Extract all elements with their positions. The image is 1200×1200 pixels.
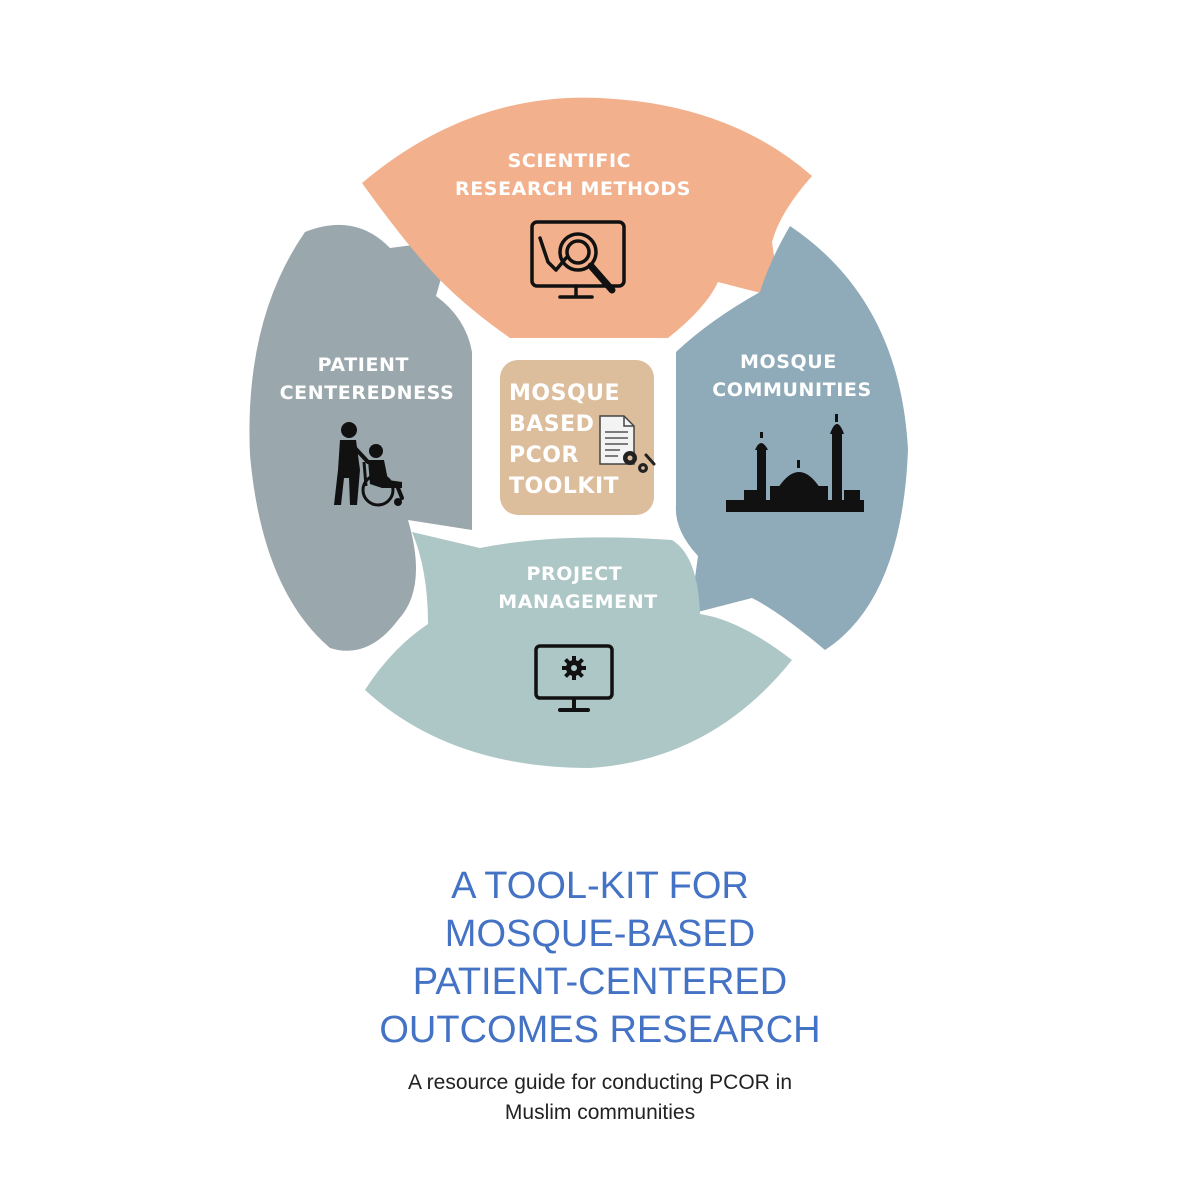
center-label-line: BASED: [509, 412, 594, 437]
toolkit-subtitle: A resource guide for conducting PCOR in …: [0, 1068, 1200, 1128]
label-line: CENTEREDNESS: [280, 382, 455, 404]
mosque-silhouette-icon: [726, 414, 864, 512]
segment-scientific-research-methods: [362, 97, 812, 338]
label-line: PATIENT: [318, 354, 409, 376]
mosque-communities-label: MOSQUE COMMUNITIES: [712, 351, 872, 401]
label-line: PROJECT: [526, 563, 622, 585]
title-block: A TOOL-KIT FOR MOSQUE-BASED PATIENT-CENT…: [0, 862, 1200, 1128]
title-line: PATIENT-CENTERED: [412, 961, 788, 1003]
scientific-research-methods-label: SCIENTIFIC RESEARCH METHODS: [455, 150, 691, 200]
monitor-magnifier-icon: [530, 220, 626, 299]
center-label-line: MOSQUE: [509, 381, 620, 406]
subtitle-line: A resource guide for conducting PCOR in: [407, 1071, 793, 1094]
label-line: COMMUNITIES: [712, 379, 872, 401]
label-line: MANAGEMENT: [498, 591, 658, 613]
label-line: RESEARCH METHODS: [455, 178, 691, 200]
label-line: SCIENTIFIC: [508, 150, 632, 172]
center-toolkit-label: MOSQUE BASED PCOR TOOLKIT: [509, 381, 628, 499]
toolkit-cycle-diagram: SCIENTIFIC RESEARCH METHODS MOSQUE COMMU…: [249, 97, 908, 768]
segment-mosque-communities: [675, 226, 908, 650]
center-toolkit-box: [500, 360, 654, 515]
project-management-label: PROJECT MANAGEMENT: [498, 563, 658, 613]
label-line: MOSQUE: [740, 351, 837, 373]
wheelchair-caregiver-icon: [334, 422, 404, 507]
title-line: OUTCOMES RESEARCH: [379, 1009, 821, 1051]
monitor-gear-icon: [534, 644, 614, 712]
center-label-line: TOOLKIT: [509, 474, 619, 499]
title-line: A TOOL-KIT FOR: [451, 865, 749, 907]
title-line: MOSQUE-BASED: [444, 913, 756, 955]
segment-patient-centeredness: [249, 224, 472, 651]
toolkit-title: A TOOL-KIT FOR MOSQUE-BASED PATIENT-CENT…: [0, 862, 1200, 1054]
patient-centeredness-label: PATIENT CENTEREDNESS: [280, 354, 455, 404]
document-gears-icon: [599, 415, 656, 473]
center-label-line: PCOR: [509, 443, 579, 468]
subtitle-line: Muslim communities: [504, 1101, 696, 1124]
segment-project-management: [365, 532, 792, 768]
